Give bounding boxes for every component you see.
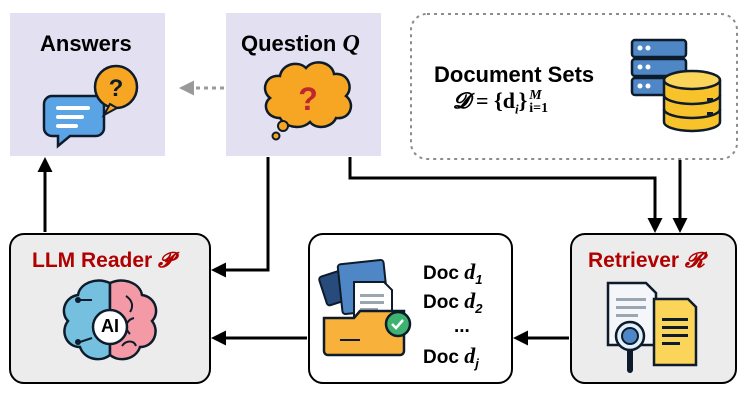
svg-text:?: ? (298, 81, 318, 117)
doc-item-j: Doc dj (423, 343, 479, 371)
answers-title: Answers (40, 31, 132, 56)
doc-item-j-prefix: Doc (423, 347, 459, 368)
svg-text:?: ? (109, 75, 124, 102)
document-sets-formula-range: i=1 (529, 101, 549, 117)
retriever-symbol: 𝓡 (684, 247, 705, 272)
doc-item-2-prefix: Doc (423, 292, 459, 313)
doc-item-1: Doc d1 (423, 259, 482, 287)
doc-ellipsis: ... (454, 316, 470, 337)
doc-item-j-var: d (464, 343, 476, 368)
server-database-icon (630, 38, 722, 133)
llm-reader-title-text: LLM Reader (32, 249, 153, 272)
question-title: Question Q (241, 31, 360, 58)
document-sets-title: Document Sets (434, 62, 595, 87)
llm-reader-symbol: 𝓟 (158, 247, 174, 272)
document-search-icon (606, 281, 698, 373)
doc-item-2-var: d (464, 288, 476, 313)
thought-bubble-question-icon: ? (263, 61, 353, 141)
document-sets-formula-mid: = {d (476, 88, 515, 113)
question-symbol: Q (342, 31, 360, 57)
document-sets-formula-limits: M i=1 (529, 88, 549, 117)
doc-item-1-sub: 1 (475, 271, 483, 287)
retriever-title-text: Retriever (588, 249, 680, 272)
document-folder-icon (318, 259, 412, 357)
ai-glyph-label: AI (101, 316, 119, 336)
doc-item-1-prefix: Doc (423, 263, 459, 284)
doc-item-1-var: d (464, 259, 476, 284)
question-to-retriever-arrow (348, 157, 663, 233)
document-sets-symbol: 𝓓 (453, 88, 470, 114)
document-sets-formula-close: } (518, 88, 528, 113)
doc-item-2: Doc d2 (423, 288, 482, 316)
question-title-text: Question (241, 31, 337, 56)
llm-reader-title: LLM Reader 𝓟 (32, 247, 173, 273)
chat-question-icon: ? (42, 64, 139, 149)
document-sets-formula-sup: M (529, 88, 542, 104)
document-sets-formula: 𝓓 = {di} M i=1 (453, 88, 548, 117)
ai-brain-icon (62, 279, 158, 361)
retriever-title: Retriever 𝓡 (588, 247, 705, 273)
question-to-reader-arrow (211, 157, 270, 278)
doc-item-2-sub: 2 (475, 300, 483, 316)
document-sets-formula-sub: i (514, 101, 519, 117)
doc-item-j-sub: j (475, 355, 479, 371)
